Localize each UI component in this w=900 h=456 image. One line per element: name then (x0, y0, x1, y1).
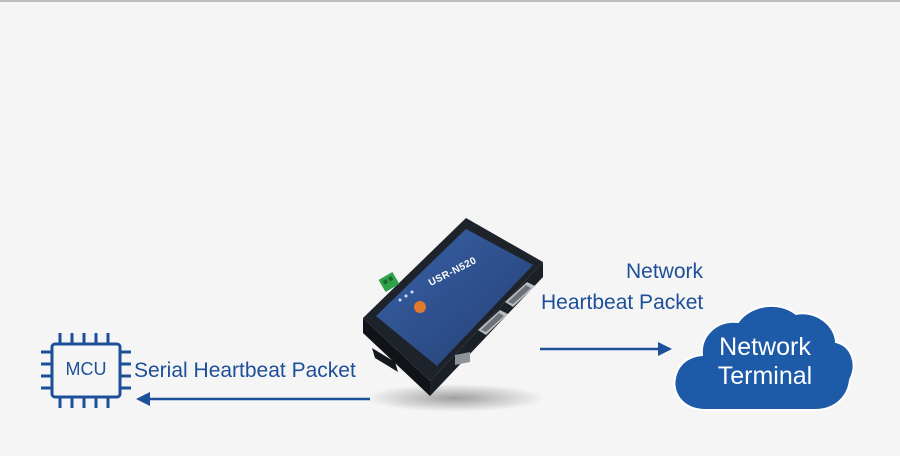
network-terminal-label: Network Terminal (690, 333, 840, 391)
network-heartbeat-label-line2: Heartbeat Packet (541, 291, 704, 314)
serial-arrow (136, 392, 370, 406)
serial-server-device (363, 218, 543, 396)
side-connector (455, 352, 470, 365)
network-arrow (540, 342, 672, 356)
device-shadow (365, 384, 545, 412)
network-terminal-label-line2: Terminal (717, 362, 813, 390)
network-heartbeat-label-line1: Network (626, 260, 704, 283)
serial-heartbeat-label: Serial Heartbeat Packet (134, 359, 356, 382)
terminal-block (378, 271, 400, 293)
db9-port (505, 282, 535, 307)
network-terminal-label-line1: Network (719, 333, 811, 361)
db9-port (478, 310, 508, 335)
mcu-chip-icon (41, 333, 131, 408)
network-terminal-cloud (673, 304, 855, 411)
top-divider (0, 0, 900, 2)
mcu-label: MCU (65, 359, 107, 379)
brand-logo-icon (414, 301, 426, 313)
